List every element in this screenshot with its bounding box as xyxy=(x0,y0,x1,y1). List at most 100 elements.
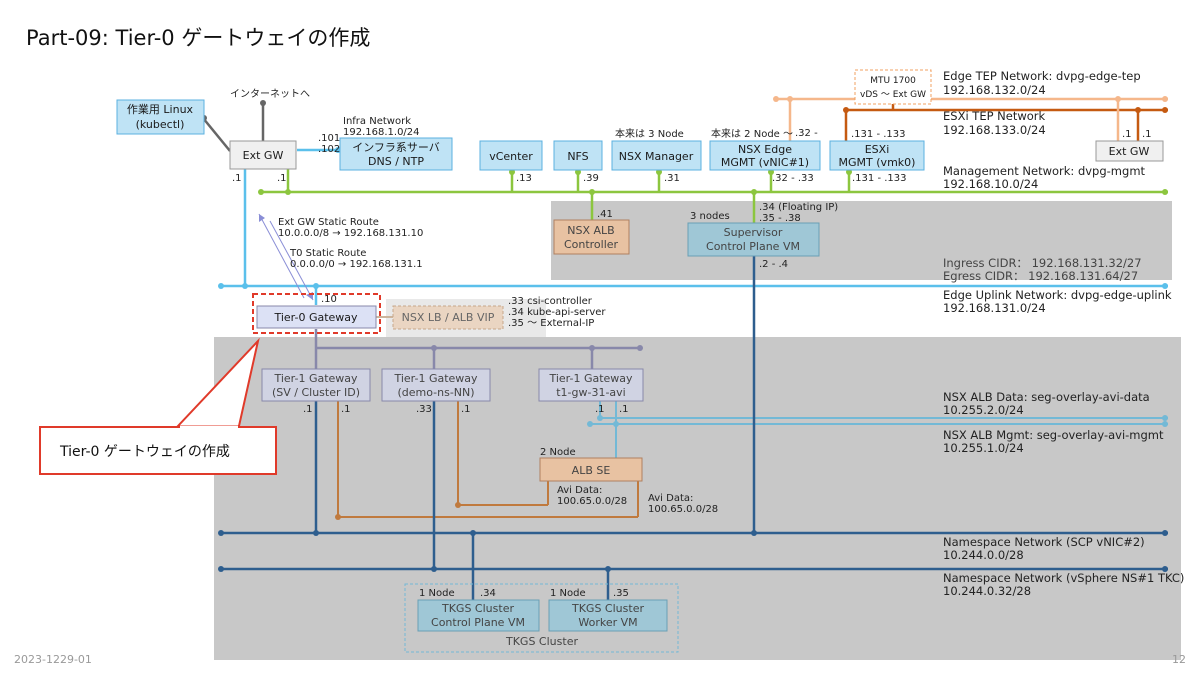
ip-t1c-2: .1 xyxy=(619,404,629,415)
alb-se-box[interactable] xyxy=(539,457,643,482)
mtu-note-box xyxy=(854,69,932,105)
tkgs-cp-link-dot xyxy=(470,530,476,536)
namespace-tkc-network-line-end xyxy=(1162,566,1168,572)
supervisor-mgmt-link-dot xyxy=(751,189,757,195)
mtu-note-line1: MTU 1700 xyxy=(870,76,916,86)
tkgs-control-plane-box[interactable] xyxy=(417,599,540,632)
ip-t1b-1: .1 xyxy=(461,404,471,415)
edge-tep-network-line-end xyxy=(1162,96,1168,102)
egress-cidr: Egress CIDR： 192.168.131.64/27 xyxy=(943,269,1138,283)
ip-sup-ns: .2 - .4 xyxy=(759,259,788,270)
callout-box xyxy=(39,426,277,475)
esxi-tep-network-line-end xyxy=(1162,107,1168,113)
nsx-lb-vip-box[interactable] xyxy=(392,305,504,330)
namespace-scp-network-line-end xyxy=(1162,530,1168,536)
infra-network-cidr: 192.168.1.0/24 xyxy=(343,127,420,138)
supervisor-box[interactable] xyxy=(687,222,820,257)
nsxedge-tep-link-dot xyxy=(787,96,793,102)
tier1-gateway-sv-box[interactable] xyxy=(261,368,371,402)
avi-data-2-name: Avi Data: xyxy=(648,493,693,504)
note-vip-1: .33 csi-controller xyxy=(508,296,593,307)
note-nsxedge: 本来は 2 Node ～ xyxy=(711,127,793,140)
ip-edge-mgmt: .32 - .33 xyxy=(772,173,814,184)
alb-data-network-cidr: 10.255.2.0/24 xyxy=(943,403,1024,417)
nsx-edge-box-line2: MGMT (vNIC#1) xyxy=(721,156,809,169)
vcenter-box[interactable] xyxy=(479,140,543,171)
supervisor-box-line2: Control Plane VM xyxy=(706,240,800,253)
esxi-box[interactable] xyxy=(829,140,925,171)
tkgs-worker-line1: TKGS Cluster xyxy=(571,602,644,615)
tier1-gateway-demo-box[interactable] xyxy=(381,368,491,402)
tier1-demo-line2: (demo-ns-NN) xyxy=(397,386,474,399)
tkgs-cluster-group-label: TKGS Cluster xyxy=(505,635,578,648)
note-sup-nodes: 3 nodes xyxy=(690,211,730,222)
extgw-mgmt-link-dot xyxy=(285,189,291,195)
tier1-sv-line1: Tier-1 Gateway xyxy=(273,372,358,385)
t0-t1-transit-line-end xyxy=(637,345,643,351)
nsx-alb-controller-line2: Controller xyxy=(564,238,619,251)
avi-data-1-cidr: 100.65.0.0/28 xyxy=(557,496,627,507)
t1a-namespace-link-dot xyxy=(313,530,319,536)
note-albse-nodes: 2 Node xyxy=(540,447,576,458)
t1b-transit-link-dot xyxy=(431,345,437,351)
edge-tep-network-name: Edge TEP Network: dvpg-edge-tep xyxy=(943,69,1141,83)
namespace-tkc-network-name: Namespace Network (vSphere NS#1 TKC) xyxy=(943,571,1184,585)
extgw-box-label: Ext GW xyxy=(243,149,284,162)
tkgs-worker-box[interactable] xyxy=(548,599,668,632)
nsx-manager-box[interactable] xyxy=(611,140,702,171)
nsx-manager-box-label: NSX Manager xyxy=(619,150,694,163)
nsx-lb-vip-label: NSX LB / ALB VIP xyxy=(402,311,495,324)
nsx-alb-controller-box[interactable] xyxy=(553,219,630,255)
footer-date: 2023-1229-01 xyxy=(14,653,92,666)
t1c-transit-link-dot xyxy=(589,345,595,351)
infra-server-line2: DNS / NTP xyxy=(368,155,424,168)
t1b-namespace-link-dot xyxy=(431,566,437,572)
tkgs-cluster-group xyxy=(404,583,679,653)
namespace-tkc-network-line-start xyxy=(218,566,224,572)
alb-data-network-name: NSX ALB Data: seg-overlay-avi-data xyxy=(943,390,1150,404)
note-sup-float: .34 (Floating IP) xyxy=(759,202,838,213)
note-vip-3: .35 ～ External-IP xyxy=(508,318,594,329)
linux-extgw-link xyxy=(202,117,231,152)
extgw-box[interactable] xyxy=(229,140,297,170)
tkgs-worker-link-dot xyxy=(605,566,611,572)
ip-extgw-1a: .1 xyxy=(232,173,242,184)
infra-server-box[interactable] xyxy=(339,137,453,171)
tier1-gateway-avi-box[interactable] xyxy=(538,368,644,402)
extgw2-box[interactable] xyxy=(1095,140,1164,162)
ip-t1a-2: .1 xyxy=(341,404,351,415)
linux-box[interactable] xyxy=(116,99,205,135)
extgw-uplink-link-dot xyxy=(242,283,248,289)
ip-albctrl: .41 xyxy=(597,209,613,220)
esxi-box-line2: MGMT (vmk0) xyxy=(839,156,916,169)
static-route-arrowhead-1 xyxy=(259,214,265,222)
nfs-box[interactable] xyxy=(553,140,603,171)
ip-nfs: .39 xyxy=(583,173,599,184)
note-nsxmgr: 本来は 3 Node xyxy=(615,127,684,140)
namespace-scp-network-cidr: 10.244.0.0/28 xyxy=(943,548,1024,562)
callout-text: Tier-0 ゲートウェイの作成 xyxy=(59,444,230,460)
namespace-scp-network-name: Namespace Network (SCP vNIC#2) xyxy=(943,535,1145,549)
tier0-gateway-box[interactable] xyxy=(256,305,377,329)
esxi-tep-network-cidr: 192.168.133.0/24 xyxy=(943,123,1046,137)
grey-panel-workload xyxy=(214,337,1181,660)
page-number: 12 xyxy=(1172,653,1186,666)
tier0-gateway-label: Tier-0 Gateway xyxy=(273,311,358,324)
note-vip-2: .34 kube-api-server xyxy=(508,307,606,318)
ip-t1b-33: .33 xyxy=(416,404,432,415)
infra-server-line1: インフラ系サーバ xyxy=(352,141,440,154)
note-tkgs-w-nodes: 1 Node xyxy=(550,588,586,599)
alb-mgmt-network-name: NSX ALB Mgmt: seg-overlay-avi-mgmt xyxy=(943,428,1164,442)
ip-infra-102: .102 xyxy=(318,144,340,155)
t0-route-title: T0 Static Route xyxy=(289,248,366,259)
nsx-alb-controller-line1: NSX ALB xyxy=(567,224,614,237)
mtu-note-line2: vDS ～ Ext GW xyxy=(860,90,926,100)
esxi-box-line1: ESXi xyxy=(865,143,890,156)
management-network-line-end xyxy=(1162,189,1168,195)
linux-box-line2: (kubectl) xyxy=(136,118,185,131)
edge-tep-network-line-start xyxy=(773,96,779,102)
albctrl-mgmt-link-dot xyxy=(589,189,595,195)
nsx-edge-box[interactable] xyxy=(709,140,821,171)
extgw2-esxi-tep-link-dot xyxy=(1135,107,1141,113)
extgw2-edge-tep-link-dot xyxy=(1115,96,1121,102)
